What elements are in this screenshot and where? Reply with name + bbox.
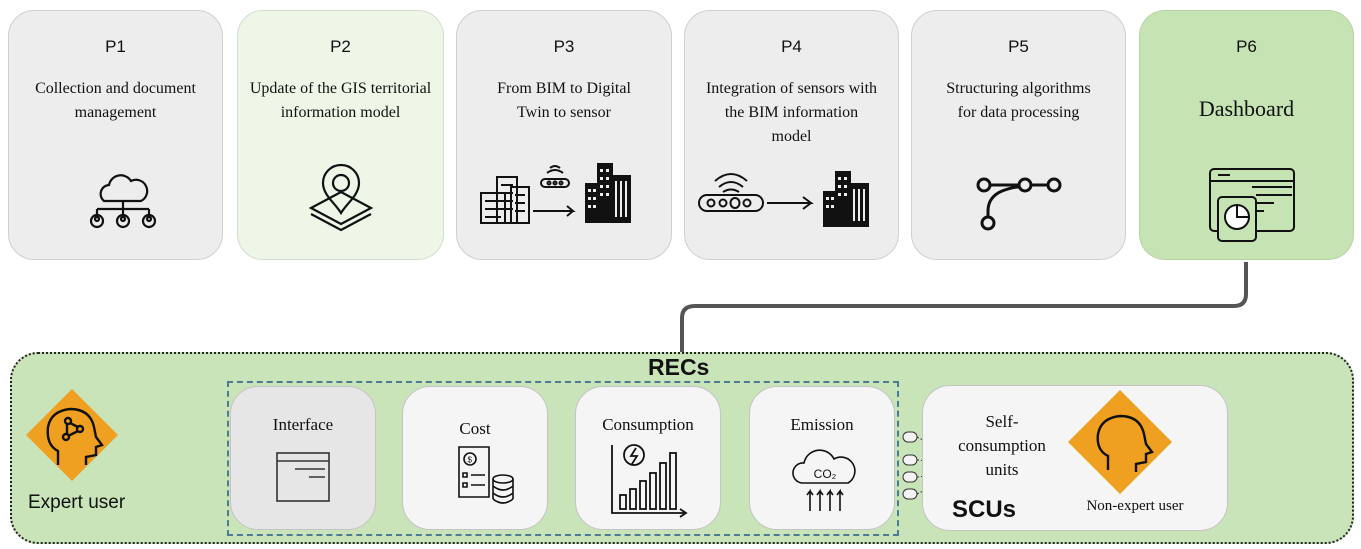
phase-title: Integration of sensors with the BIM info…: [705, 80, 878, 145]
module-consumption: Consumption: [575, 386, 721, 530]
non-expert-user-icon: [1068, 390, 1172, 494]
phase-p3: P3 From BIM to Digital Twin to sensor: [456, 10, 672, 260]
expert-user-icon: [26, 389, 118, 481]
phase-id: P3: [553, 37, 575, 56]
expert-user-label: Expert user: [28, 492, 126, 513]
phase-p4: P4 Integration of sensors with the BIM i…: [684, 10, 899, 260]
phase-id: P4: [781, 37, 802, 56]
interface-window-icon: [276, 452, 330, 502]
scu-box: [922, 385, 1228, 531]
recs-title: RECs: [648, 354, 710, 380]
module-label: Consumption: [602, 415, 694, 434]
phase-p6: P6 Dashboard: [1139, 10, 1354, 260]
phase-id: P5: [1008, 37, 1029, 56]
map-pin-layers-icon: [308, 163, 374, 232]
scus-label: SCUs: [952, 496, 1017, 523]
module-emission: Emission CO₂: [749, 386, 895, 530]
phase-title: Structuring algorithms for data processi…: [946, 80, 1091, 121]
phase-title: Collection and document management: [35, 80, 196, 121]
module-label: Cost: [459, 419, 491, 438]
sensor-to-building-icon: [698, 171, 869, 227]
dashboard-window-icon: [1209, 168, 1295, 242]
module-cost: Cost $: [402, 386, 548, 530]
building-sensor-building-icon: [480, 163, 631, 224]
phase-p1: P1 Collection and document management: [8, 10, 223, 260]
emission-cloud-icon: CO₂: [792, 449, 856, 511]
phase-title: Dashboard: [1198, 96, 1295, 121]
phase-title: From BIM to Digital Twin to sensor: [497, 80, 631, 121]
phase-p2: P2 Update of the GIS territorial informa…: [237, 10, 444, 260]
cloud-network-icon: [89, 174, 157, 229]
module-interface: Interface: [230, 386, 376, 530]
module-label: Emission: [790, 415, 854, 434]
phase-p5: P5 Structuring algorithms for data proce…: [911, 10, 1126, 260]
co2-text: CO₂: [814, 467, 837, 481]
phase-id: P6: [1236, 37, 1257, 56]
dashboard-modules-group: [227, 381, 899, 536]
svg-text:$: $: [468, 456, 473, 465]
module-label: Interface: [272, 415, 334, 434]
cost-invoice-icon: $: [458, 446, 514, 504]
non-expert-user-label: Non-expert user: [1086, 498, 1184, 514]
consumption-bars-icon: [611, 444, 688, 518]
phase-id: P2: [330, 37, 351, 56]
phase-title: Update of the GIS territorial informatio…: [249, 80, 432, 121]
phase-id: P1: [105, 37, 126, 56]
branch-algorithm-icon: [976, 177, 1062, 231]
self-consumption-label: Self-consumption units: [958, 412, 1046, 479]
